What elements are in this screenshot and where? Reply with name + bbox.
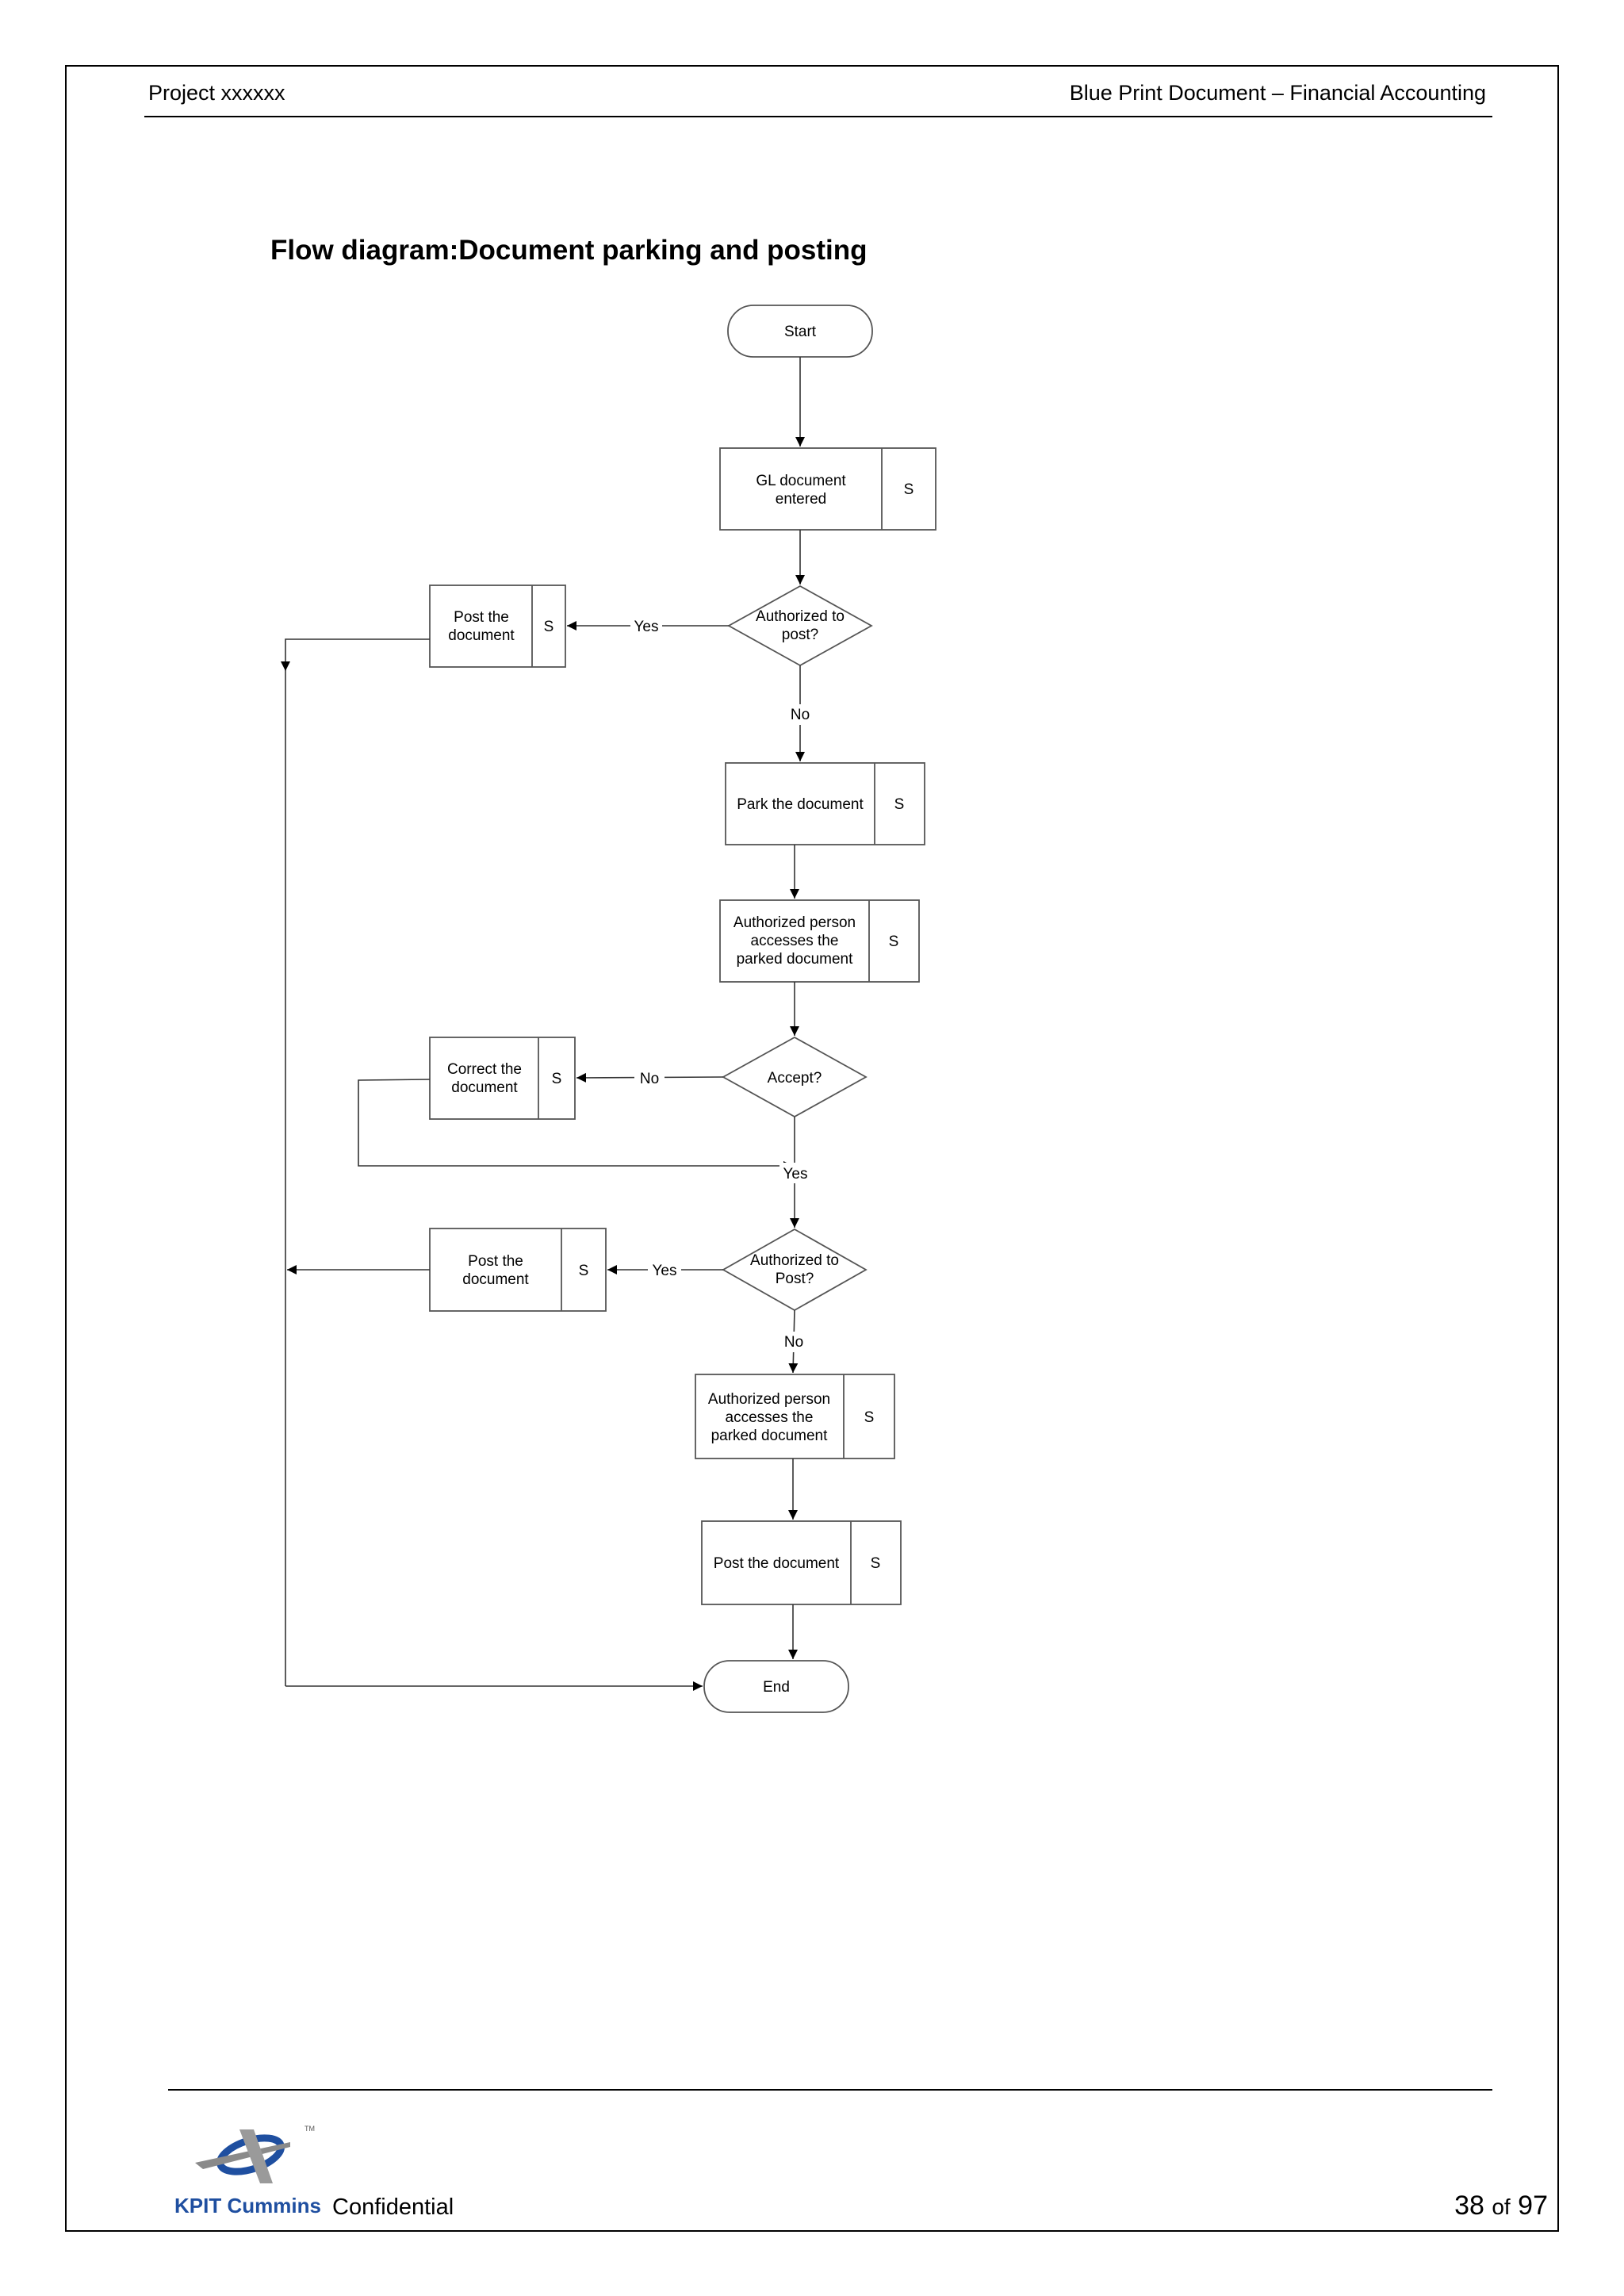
page-number: 38 of 97 <box>1454 2191 1548 2221</box>
connector-post1-left <box>281 638 430 671</box>
decision2-no-label: No <box>784 1334 803 1351</box>
decision2-yes-label: Yes <box>653 1263 677 1279</box>
gl-entered-box <box>719 447 936 531</box>
accept-no-label: No <box>640 1071 659 1087</box>
page-total: 97 <box>1518 2191 1548 2221</box>
authorized-person-box-2 <box>695 1374 895 1459</box>
end-terminator <box>703 1660 849 1713</box>
accept-label: Accept? <box>768 1070 822 1087</box>
authperson2-s: S <box>864 1409 875 1426</box>
post3-label: Post the document <box>714 1555 840 1572</box>
page-current: 38 <box>1454 2191 1484 2221</box>
post3-s: S <box>871 1555 881 1572</box>
footer-brand: KPIT Cummins <box>174 2194 321 2217</box>
kpit-logo-icon: TM <box>195 2125 315 2183</box>
post-document-box-2 <box>429 1228 607 1312</box>
decision1-no-label: No <box>791 707 810 723</box>
authorized-person-box-1 <box>719 899 920 983</box>
authperson1-s: S <box>889 933 899 950</box>
header-rule <box>144 116 1492 117</box>
footer-confidential: Confidential <box>332 2194 454 2220</box>
section-title: Flow diagram:Document parking and postin… <box>270 235 868 266</box>
page-of: of <box>1492 2194 1511 2219</box>
post-document-box-3 <box>701 1520 902 1605</box>
park-label: Park the document <box>737 796 864 813</box>
header-document-title: Blue Print Document – Financial Accounti… <box>1069 81 1486 105</box>
park-s: S <box>894 796 905 813</box>
svg-text:TM: TM <box>304 2125 315 2133</box>
decision1-yes-label: Yes <box>634 619 659 635</box>
end-label: End <box>763 1679 790 1696</box>
start-label: Start <box>784 324 817 340</box>
header-project: Project xxxxxx <box>148 81 285 105</box>
correct-s: S <box>552 1071 562 1087</box>
page-frame <box>65 65 1559 2232</box>
post1-s: S <box>544 619 554 635</box>
park-document-box <box>725 762 925 845</box>
post-document-box-1 <box>429 585 566 668</box>
decision-authorized-to-post-2 <box>722 1228 868 1312</box>
connector-correct-loop <box>358 1079 793 1171</box>
correct-document-box <box>429 1037 576 1120</box>
footer-rule <box>168 2089 1492 2091</box>
accept-yes-label: Yes <box>783 1166 808 1182</box>
decision-authorized-to-post-1 <box>727 585 873 667</box>
post2-s: S <box>579 1263 589 1279</box>
gl-entered-s: S <box>904 481 914 498</box>
